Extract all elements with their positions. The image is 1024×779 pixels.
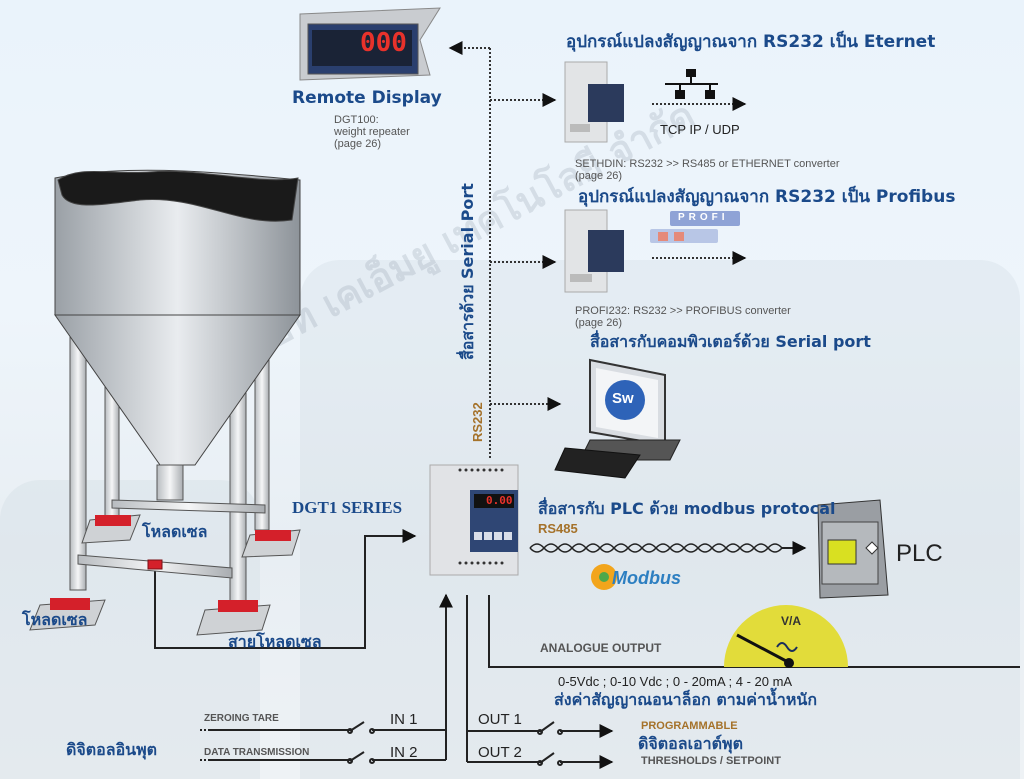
dgt1-readout: 0.00 [486,494,513,507]
profibus-converter-caption: PROFI232: RS232 >> PROFIBUS converter [575,305,791,317]
dgt1-title: DGT1 SERIES [292,498,403,517]
digital-inputs-heading: ดิจิตอลอินพุต [66,740,158,759]
plc-device [817,499,889,599]
rs485-label: RS485 [538,521,578,536]
digital-outputs-heading: ดิจิตอลเอาต์พุต [638,734,743,753]
digital-output-wiring [466,595,614,769]
rs232-label: RS232 [470,402,485,442]
network-topology-icon [665,69,718,99]
input-caption-zeroing: ZEROING TARE [204,713,279,724]
load-cell [29,514,301,636]
profibus-logo-text: PROFI [678,212,729,223]
plc-heading: สื่อสารกับ PLC ด้วย modbus protocal [538,499,836,518]
remote-display-desc: weight repeater [334,126,410,138]
silo-illustration [29,169,301,636]
profibus-logo [650,211,740,243]
analog-meter-label: V/A [781,614,802,628]
load-cell-cable-label: สายโหลดเซล [228,632,322,651]
background-silo [300,260,1020,779]
rs485-twisted-cable [529,541,807,555]
ethernet-converter-caption: SETHDIN: RS232 >> RS485 or ETHERNET conv… [575,158,840,170]
ethernet-converter-page: (page 26) [575,170,623,182]
dgt1-indicator-device [429,464,519,576]
modbus-logo-text: Modbus [612,568,681,588]
outputs-caption-top: PROGRAMMABLE [641,720,738,732]
load-cell-label: โหลดเซล [142,522,208,541]
output-label-out1: OUT 1 [478,711,522,728]
input-caption-data-transmission: DATA TRANSMISSION [204,747,310,758]
input-label-in2: IN 2 [390,744,418,761]
software-badge: Sw [612,390,634,407]
remote-display-device [299,7,441,81]
load-cell-cable [154,529,417,649]
output-label-out2: OUT 2 [478,744,522,761]
analog-ranges: 0-5Vdc ; 0-10 Vdc ; 0 - 20mA ; 4 - 20 mA [558,674,793,689]
remote-display-title: Remote Display [292,88,442,108]
analog-heading: ส่งค่าสัญญาณอนาล็อก ตามค่าน้ำหนัก [554,690,818,709]
ethernet-converter-device [564,61,624,143]
remote-display-page: (page 26) [334,138,382,150]
plc-label: PLC [896,540,943,567]
analog-output-label: ANALOGUE OUTPUT [540,641,662,655]
computer-icon [554,358,681,479]
remote-display-model: DGT100: [334,114,379,126]
load-cell-label: โหลดเซล [22,610,88,629]
serial-port-vertical-label: สื่อสารด้วย Serial Port [458,183,477,360]
modbus-logo-icon [591,564,617,590]
analog-meter-icon [724,605,848,668]
digital-input-wiring [200,593,453,764]
input-label-in1: IN 1 [390,711,418,728]
computer-heading: สื่อสารกับคอมพิวเตอร์ด้วย Serial port [590,332,871,351]
outputs-caption-bottom: THRESHOLDS / SETPOINT [641,755,781,767]
ethernet-converter-heading: อุปกรณ์แปลงสัญญาณจาก RS232 เป็น Eternet [566,32,936,52]
remote-display-readout: 000 [360,28,407,58]
profibus-converter-heading: อุปกรณ์แปลงสัญญาณจาก RS232 เป็น Profibus [578,187,956,207]
serial-bus [448,41,747,460]
profibus-converter-device [564,209,624,293]
profibus-converter-page: (page 26) [575,317,623,329]
ethernet-protocol-label: TCP IP / UDP [660,122,740,137]
